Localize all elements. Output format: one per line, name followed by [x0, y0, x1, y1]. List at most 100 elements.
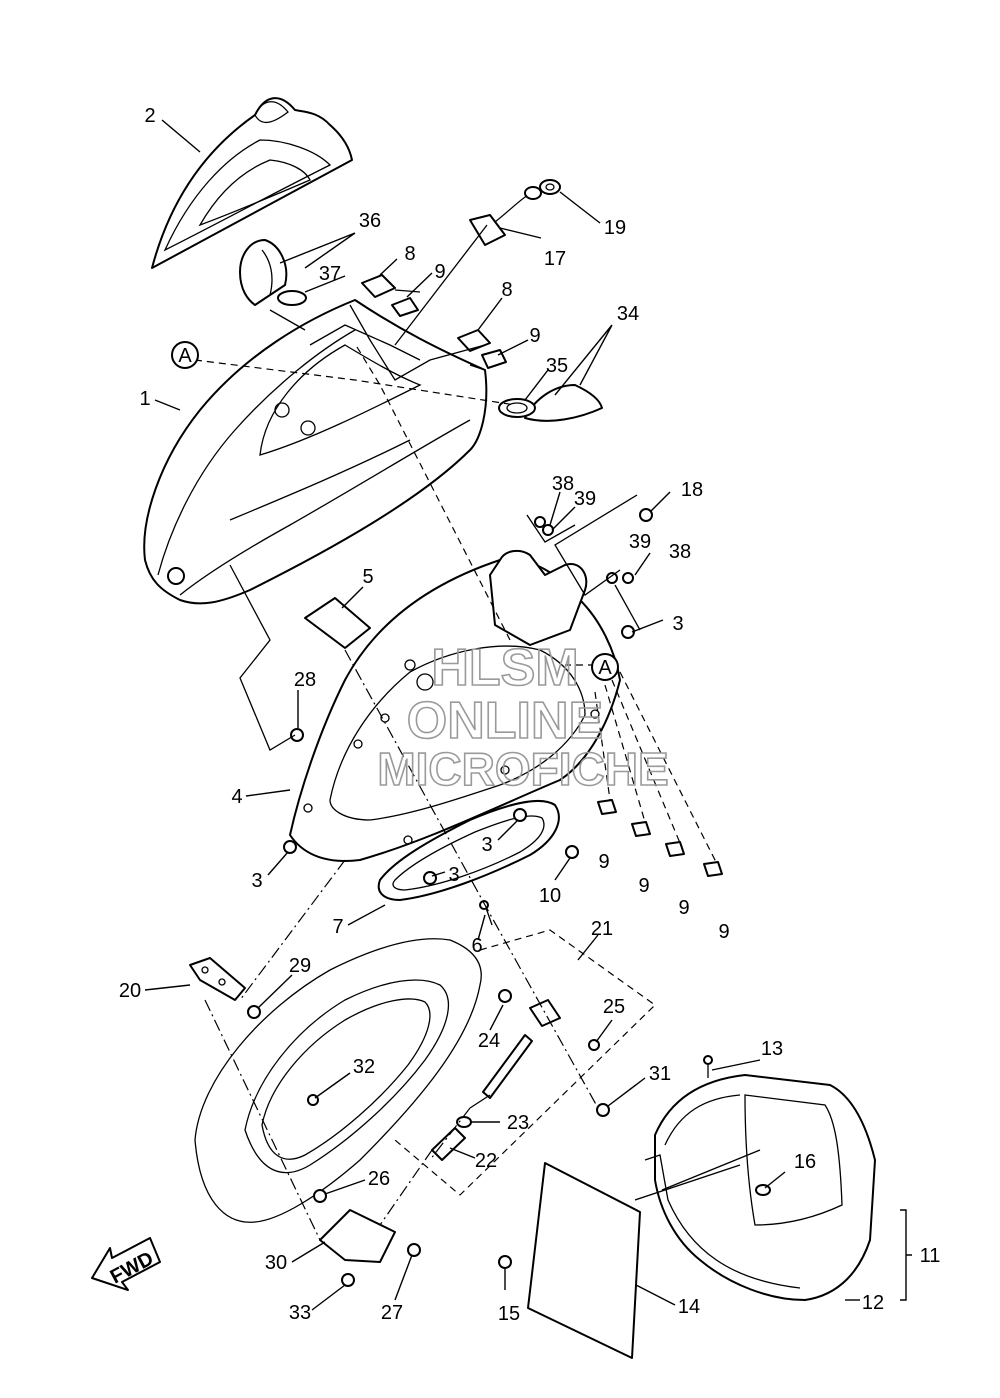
part-6-pin: [479, 900, 493, 926]
lower-deck: [194, 938, 482, 1223]
part-9-pad-lower-d: [703, 861, 723, 877]
callout-36: 36: [359, 210, 381, 232]
reference-marker-text: A: [598, 657, 612, 679]
part-38-washer-a: [534, 516, 546, 528]
callout-3-b: 3: [251, 870, 262, 892]
callout-17: 17: [544, 248, 566, 270]
part-39-nut-b: [606, 572, 618, 584]
callout-5: 5: [362, 566, 373, 588]
part-24-bolt: [498, 989, 512, 1003]
callout-11: 11: [920, 1245, 941, 1267]
part-18-bolt: [639, 508, 653, 522]
callout-39-a: 39: [574, 488, 596, 510]
part-20-hinge: [189, 957, 246, 1001]
callout-28: 28: [294, 669, 316, 691]
callout-33: 33: [289, 1302, 311, 1324]
part-3-bolt-b: [283, 840, 297, 854]
callout-2: 2: [144, 105, 155, 127]
leader-lines: [144, 119, 912, 1311]
part-17-switch: [469, 186, 542, 246]
callout-12: 12: [862, 1292, 884, 1314]
part-37-grommet: [277, 290, 307, 306]
callout-35: 35: [546, 355, 568, 377]
part-13-rivet: [703, 1055, 713, 1078]
callout-38-a: 38: [552, 473, 574, 495]
reference-marker-top: A: [171, 341, 199, 369]
callout-19: 19: [604, 217, 626, 239]
callout-10: 10: [539, 885, 561, 907]
callout-15: 15: [498, 1303, 520, 1325]
part-30-bracket: [319, 1209, 396, 1263]
callout-38-b: 38: [669, 541, 691, 563]
callout-9-low-a: 9: [598, 851, 609, 873]
reference-marker-right: A: [591, 653, 619, 681]
callout-14: 14: [678, 1296, 700, 1318]
part-4-inner-frame: [289, 549, 621, 862]
callout-30: 30: [265, 1252, 287, 1274]
watermark-line-1: HLSM: [431, 639, 578, 697]
callout-7: 7: [332, 916, 343, 938]
callout-6: 6: [471, 935, 482, 957]
part-14-panel: [527, 1162, 641, 1359]
callout-9-low-b: 9: [638, 875, 649, 897]
part-15-screw: [498, 1255, 512, 1269]
part-9-pad-lower-a: [597, 799, 617, 815]
part-36-cover: [239, 239, 288, 306]
callout-20: 20: [119, 980, 141, 1002]
callout-22: 22: [475, 1150, 497, 1172]
part-29-bolt: [247, 1005, 261, 1019]
reference-marker-text: A: [178, 345, 192, 367]
part-33-nut: [341, 1273, 355, 1287]
part-5-plate: [304, 597, 371, 649]
callout-3-d: 3: [448, 864, 459, 886]
callout-8-mid: 8: [501, 279, 512, 301]
callout-27: 27: [381, 1302, 403, 1324]
part-26-bolt: [313, 1189, 327, 1203]
part-8-pad-top: [361, 274, 396, 298]
part-10-bolt: [565, 845, 579, 859]
part-21-strut-assy: [394, 929, 656, 1196]
fwd-arrow-icon: FWD: [91, 1237, 161, 1291]
callout-16: 16: [794, 1151, 816, 1173]
part-19-nut: [539, 179, 561, 195]
callout-34: 34: [617, 303, 639, 325]
part-9-pad-top: [391, 297, 419, 317]
callout-23: 23: [507, 1112, 529, 1134]
part-35-lens: [498, 398, 536, 418]
part-9-pad-lower-c: [665, 841, 685, 857]
callout-39-b: 39: [629, 531, 651, 553]
callout-4: 4: [231, 786, 242, 808]
part-1-upper-deck: [143, 299, 488, 605]
callout-9-top: 9: [434, 261, 445, 283]
part-34-cover: [524, 384, 603, 422]
callout-labels: 2 36 37 8 9 8 9 34 35 17 19 1 18 38 39 3…: [119, 105, 941, 1325]
part-28-nut: [290, 728, 304, 742]
callout-1: 1: [139, 388, 150, 410]
watermark: HLSM ONLINE MICROFICHE: [377, 638, 670, 796]
part-3-bolt-c: [513, 808, 527, 822]
part-27-nut: [407, 1243, 421, 1257]
callout-37: 37: [319, 263, 341, 285]
callout-3-a: 3: [672, 613, 683, 635]
part-2-hood-cover: [151, 97, 353, 269]
part-25-nut: [588, 1039, 600, 1051]
part-39-nut-a: [542, 524, 554, 536]
part-3-bolt-d: [423, 871, 437, 885]
callout-8-top: 8: [404, 243, 415, 265]
part-9-pad-lower-b: [631, 821, 651, 837]
callout-21: 21: [591, 918, 613, 940]
part-38-washer-b: [622, 572, 634, 584]
callout-9-low-d: 9: [718, 921, 729, 943]
part-22-spring: [431, 1127, 466, 1161]
part-31-bolt: [596, 1103, 610, 1117]
callout-29: 29: [289, 955, 311, 977]
callout-25: 25: [603, 996, 625, 1018]
callout-18: 18: [681, 479, 703, 501]
assembly-lines: [194, 224, 717, 1241]
callout-13: 13: [761, 1038, 783, 1060]
watermark-line-2: ONLINE: [407, 692, 603, 750]
callout-3-c: 3: [481, 834, 492, 856]
callout-9-low-c: 9: [678, 897, 689, 919]
part-3-bolt-a: [621, 625, 635, 639]
